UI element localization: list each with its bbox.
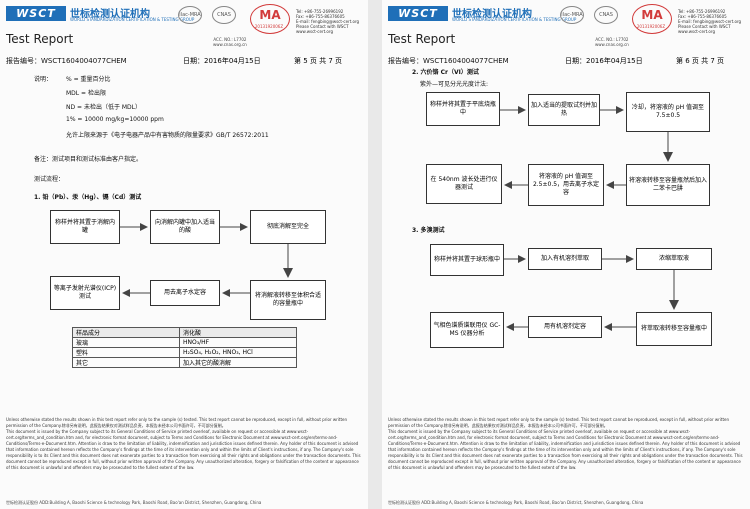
flow-step-box: 加入有机溶剂萃取 (528, 248, 602, 270)
footer-address: 世标检测认证股份 ADD:Building A, Baoshi Science … (6, 500, 262, 505)
flow-step-box: 浓缩萃取液 (636, 248, 712, 270)
ilac-seal-icon: ilac-MRA (560, 6, 584, 24)
flow-step-box: 冷却，将溶液的 pH 值调至 7.5±0.5 (626, 92, 710, 132)
note-item: MDL = 检出限 (66, 90, 106, 97)
flow-step-box: 将溶液转移至容量瓶然后加入二苯卡巴肼 (626, 164, 710, 206)
footer-disclaimer: Unless otherwise stated the results show… (388, 417, 743, 470)
flow-step-box: 等离子发射光谱仪(ICP)测试 (50, 276, 120, 310)
flow-step-box: 向消解内罐中加入适当的酸 (150, 210, 220, 244)
cnas-seal-icon: CNAS (594, 6, 618, 24)
footer-address: 世标检测认证股份 ADD:Building A, Baoshi Science … (388, 500, 644, 505)
report-date: 日期：2016年04月15日 (565, 57, 643, 65)
org-name: 世标检测认证机构 (452, 9, 532, 20)
ma-seal-icon: MA (250, 4, 290, 34)
note-item: 允许上限来源于《电子电器产品中有害物质的限量要求》GB/T 26572:2011 (66, 132, 269, 139)
remark: 备注：测试项目和测试标准由客户指定。 (34, 156, 143, 163)
report-title: Test Report (6, 32, 74, 46)
ma-number: 2013192006Z (636, 24, 666, 29)
flow-step-box: 将萃取液转移至容量瓶中 (636, 312, 712, 346)
flow-step-box: 在 540nm 波长处进行仪器测试 (426, 164, 502, 204)
section-subtitle: 紫外—可见分光光度计法: (420, 81, 489, 88)
org-name-en: WORLD STANDARDIZATION CERTIFICATION & TE… (70, 17, 195, 22)
report-date: 日期：2016年04月15日 (183, 57, 261, 65)
notes-label: 说明： (34, 76, 53, 83)
flow-step-box: 用去离子水定容 (150, 280, 220, 306)
wsct-logo: WSCT (6, 6, 66, 21)
org-name: 世标检测认证机构 (70, 9, 150, 20)
flow-arrows (120, 223, 293, 297)
ilac-seal-icon: ilac-MRA (178, 6, 202, 24)
flow-step-box: 用有机溶剂定容 (528, 316, 602, 338)
flow-title: 测试流程： (34, 176, 65, 183)
note-item: ND = 未检出（低于 MDL） (66, 104, 141, 111)
report-page-6: WSCT 世标检测认证机构 WORLD STANDARDIZATION CERT… (382, 0, 750, 509)
section-title: 1. 铅（Pb）、汞（Hg）、镉（Cd）测试 (34, 194, 142, 201)
flow-step-box: 将消解液转移至体积合适的容量瓶中 (250, 280, 326, 320)
report-number: 报告编号：WSCT1604004077CHEM (388, 57, 509, 65)
flow-step-box: 加入适当的提取试剂并加热 (528, 94, 600, 126)
flow-step-box: 称样并将其置于平底烧瓶中 (426, 92, 500, 126)
page-number: 第 5 页 共 7 页 (294, 57, 343, 65)
report-title: Test Report (388, 32, 456, 46)
flow-step-box: 将溶液的 pH 值调至 2.5±0.5，用去离子水定容 (528, 164, 604, 206)
ma-number: 2013192006Z (254, 24, 284, 29)
section-title: 2. 六价铬 Cr（VI）测试 (412, 69, 479, 76)
org-name-en: WORLD STANDARDIZATION CERTIFICATION & TE… (452, 17, 577, 22)
cnas-seal-icon: CNAS (212, 6, 236, 24)
report-number: 报告编号：WSCT1604004077CHEM (6, 57, 127, 65)
flow-step-box: 彻底消解至完全 (250, 210, 326, 244)
flow-step-box: 称样并将其置于消解内罐 (50, 210, 120, 244)
flow-step-box: 称样并将其置于球形瓶中 (430, 244, 504, 276)
wsct-logo: WSCT (388, 6, 448, 21)
note-item: 1% = 10000 mg/kg=10000 ppm (66, 116, 164, 123)
page-number: 第 6 页 共 7 页 (676, 57, 725, 65)
table-row: 样品成分消化酸 (72, 327, 297, 338)
table-row: 其它加入其它的酸消解 (72, 357, 297, 368)
footer-disclaimer: Unless otherwise stated the results show… (6, 417, 361, 470)
ma-seal-icon: MA (632, 4, 672, 34)
note-item: % = 重量百分比 (66, 76, 111, 83)
flow-step-box: 气相色谱质谱联用仪 GC-MS 仪器分析 (430, 312, 504, 348)
flow-arrows (500, 106, 679, 331)
section-title: 3. 多溴测试 (412, 227, 445, 234)
report-page-5: WSCT 世标检测认证机构 WORLD STANDARDIZATION CERT… (0, 0, 368, 509)
